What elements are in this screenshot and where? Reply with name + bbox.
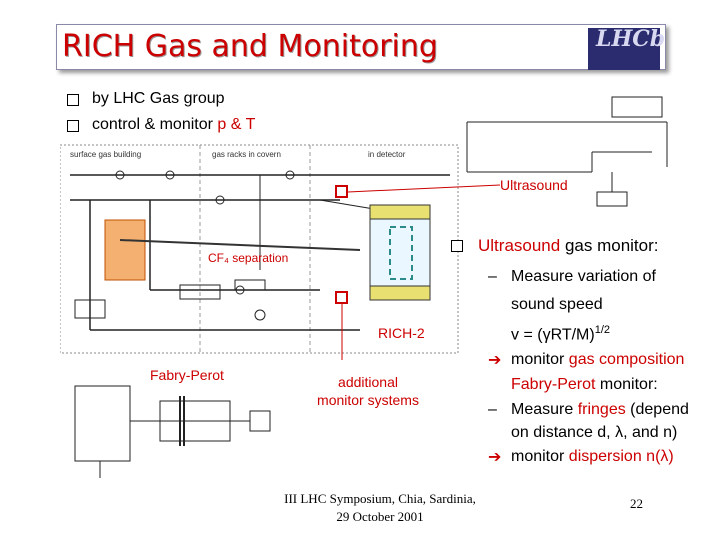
arrow-icon: ➔ (488, 449, 502, 466)
fabry-perot-schematic (74, 385, 271, 478)
title-box (56, 24, 666, 70)
measure-fringes-text: Measure fringes (depend (511, 401, 689, 418)
lhcb-logo (588, 28, 660, 70)
bullet-text: by LHC Gas group (92, 90, 225, 107)
footer-text: III LHC Symposium, Chia, Sardinia,29 Oct… (284, 491, 476, 524)
cf4-separation-label: CF₄ separation (208, 251, 289, 265)
gas-system-diagram (60, 144, 459, 354)
section-label: surface gas building (70, 150, 142, 159)
lhcb-logo-text: LHCb (596, 26, 666, 52)
dash-marker: – (488, 268, 497, 285)
monitor-gas-composition: monitor gas composition (511, 351, 685, 368)
ultrasound-heading: Ultrasound gas monitor: (478, 236, 659, 255)
section-label: in detector (368, 150, 406, 159)
section-label: gas racks in covern (212, 150, 281, 159)
bullet-checkbox-icon (451, 240, 463, 252)
bullet-checkbox-icon (67, 94, 79, 106)
rich2-label: RICH-2 (378, 325, 425, 341)
ultrasound-schematic (466, 96, 668, 207)
rich2-vessel-drawing (369, 204, 431, 301)
monitor-dispersion: monitor dispersion n(λ) (511, 448, 674, 465)
slide-title: RICH Gas and Monitoring (62, 29, 438, 64)
bullet-checkbox-icon (67, 120, 79, 132)
fabry-perot-label: Fabry-Perot (150, 367, 224, 383)
measure-sound-text-2: sound speed (511, 296, 603, 313)
ultrasound-label: Ultrasound (500, 177, 568, 193)
measure-fringes-text-2: on distance d, λ, and n) (511, 424, 678, 441)
marker-square (335, 185, 348, 198)
fabry-perot-heading: Fabry-Perot monitor: (511, 376, 658, 393)
marker-square (335, 291, 348, 304)
sound-speed-formula: v = (γRT/M)1/2 (511, 324, 610, 344)
measure-sound-text: Measure variation of (511, 268, 656, 285)
page-number: 22 (630, 496, 643, 511)
bullet-text: control & monitor p & T (92, 116, 256, 133)
arrow-icon: ➔ (488, 352, 502, 369)
dash-marker: – (488, 401, 497, 418)
